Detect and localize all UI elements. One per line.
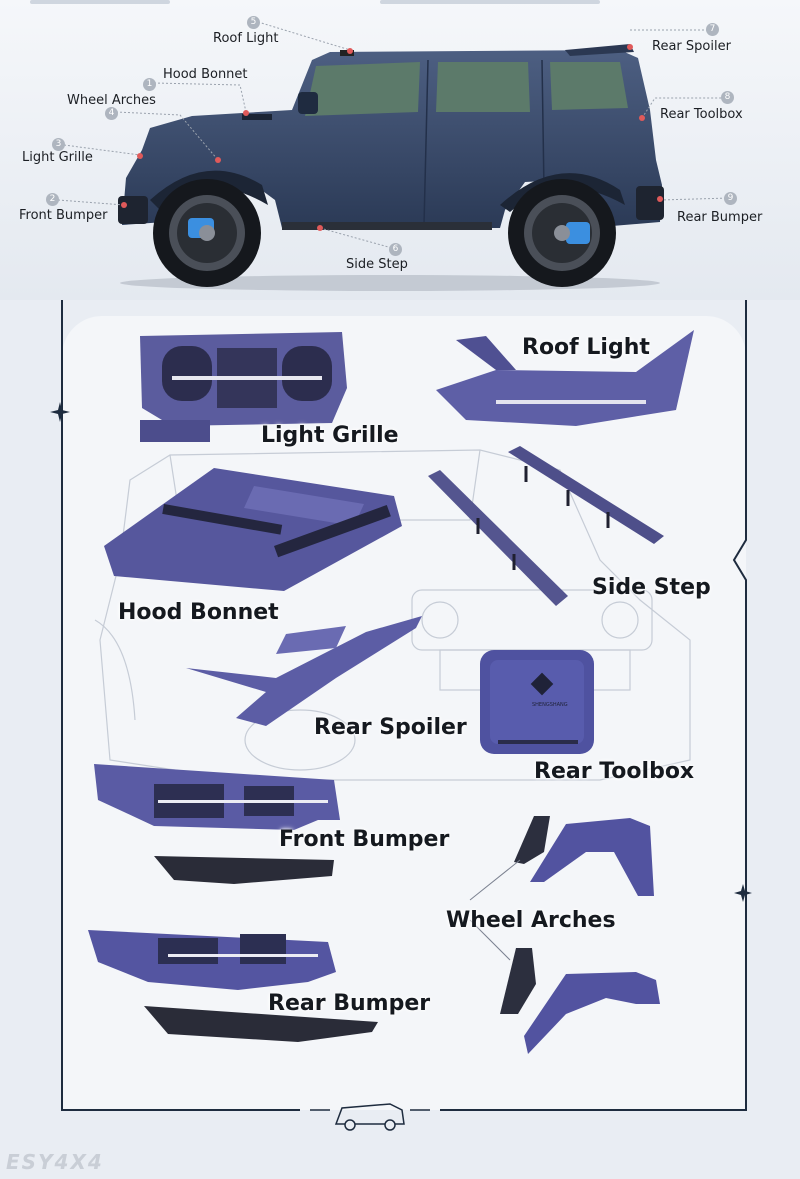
callout-number: 4 bbox=[105, 107, 118, 120]
callout-front-bumper: Front Bumper bbox=[19, 208, 108, 223]
callout-number: 3 bbox=[52, 138, 65, 151]
callout-number: 1 bbox=[143, 78, 156, 91]
label-side-step: Side Step bbox=[592, 575, 711, 600]
label-roof-light: Roof Light bbox=[522, 335, 650, 360]
callout-light-grille: Light Grille bbox=[22, 150, 93, 165]
front-bumper-part bbox=[94, 764, 340, 884]
brand-watermark: ESY4X4 bbox=[6, 1150, 104, 1174]
side-step-part bbox=[428, 446, 664, 606]
callout-number: 5 bbox=[247, 16, 260, 29]
toolbox-logo-text: SHENGSHANG bbox=[532, 702, 568, 708]
label-wheel-arches: Wheel Arches bbox=[446, 908, 616, 933]
top-divider bbox=[30, 0, 170, 4]
callout-number: 6 bbox=[389, 243, 402, 256]
label-hood-bonnet: Hood Bonnet bbox=[118, 600, 279, 625]
rear-toolbox-part bbox=[480, 650, 594, 754]
label-light-grille: Light Grille bbox=[261, 423, 399, 448]
label-rear-bumper: Rear Bumper bbox=[268, 991, 431, 1016]
light-grille-part bbox=[140, 332, 347, 442]
callout-wheel-arches: Wheel Arches bbox=[67, 93, 156, 108]
callout-number: 2 bbox=[46, 193, 59, 206]
hood-bonnet-part bbox=[104, 468, 402, 591]
label-rear-spoiler: Rear Spoiler bbox=[314, 715, 467, 740]
roof-light-part bbox=[436, 330, 694, 426]
callout-roof-light: Roof Light bbox=[213, 31, 279, 46]
callout-rear-bumper: Rear Bumper bbox=[677, 210, 763, 225]
top-divider bbox=[380, 0, 600, 4]
vehicle-illustration bbox=[57, 21, 731, 291]
callout-number: 8 bbox=[721, 91, 734, 104]
callout-number: 9 bbox=[724, 192, 737, 205]
rear-bumper-part bbox=[88, 930, 378, 1042]
wheel-arches-part-top bbox=[514, 816, 654, 896]
rear-spoiler-part bbox=[186, 616, 422, 726]
callout-number: 7 bbox=[706, 23, 719, 36]
label-rear-toolbox: Rear Toolbox bbox=[534, 759, 695, 784]
callout-side-step: Side Step bbox=[346, 257, 408, 272]
callout-rear-spoiler: Rear Spoiler bbox=[652, 39, 731, 54]
callout-hood-bonnet: Hood Bonnet bbox=[163, 67, 248, 82]
wheel-arches-part-bottom bbox=[500, 948, 660, 1054]
callout-rear-toolbox: Rear Toolbox bbox=[660, 107, 743, 122]
label-front-bumper: Front Bumper bbox=[279, 827, 450, 852]
